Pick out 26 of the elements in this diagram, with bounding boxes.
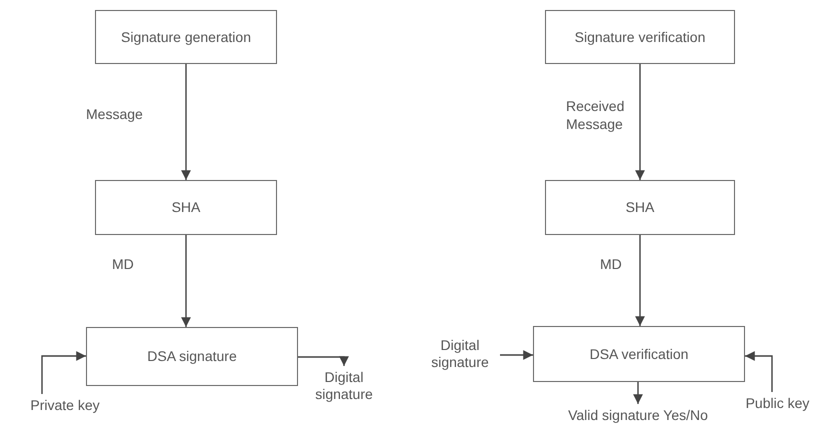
process-box [545, 180, 735, 235]
flow-text: Public key [746, 394, 810, 412]
process-box [533, 326, 745, 382]
box-label: DSA signature [147, 348, 237, 365]
process-box [95, 180, 277, 235]
box-label: Signature generation [121, 28, 251, 46]
arrow [500, 350, 533, 360]
arrow [745, 351, 773, 392]
arrow [635, 235, 645, 326]
process-box [545, 10, 735, 64]
box-label: Signature verification [574, 28, 706, 46]
arrow [41, 351, 86, 394]
flow-text: Private key [30, 396, 100, 414]
flow-text: Valid signature Yes/No [568, 406, 708, 424]
process-box [86, 327, 298, 386]
arrow [635, 64, 645, 180]
box-label: SHA [172, 199, 200, 216]
arrow [181, 235, 191, 327]
flow-text: Digital signature [430, 337, 490, 371]
arrow [181, 64, 191, 180]
process-box [95, 10, 277, 64]
arrow [633, 382, 643, 404]
arrow [298, 356, 349, 366]
box-label: SHA [626, 199, 654, 216]
box-label: DSA verification [590, 346, 688, 362]
flow-text: Digital signature [314, 369, 374, 403]
